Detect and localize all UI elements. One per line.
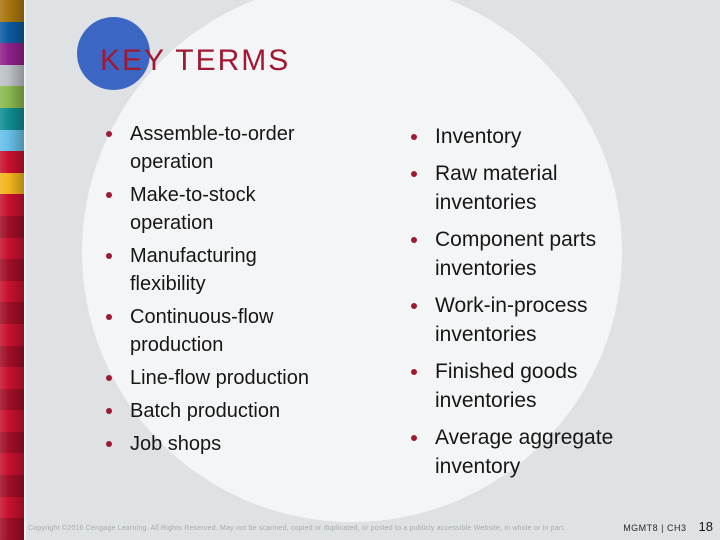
- stripe-block: [0, 475, 24, 497]
- key-term-item: Job shops: [103, 430, 330, 458]
- stripe-block: [0, 280, 24, 303]
- key-term-label: Finished goods inventories: [435, 360, 578, 412]
- stripe-block: [0, 129, 24, 152]
- bullet-icon: [106, 253, 112, 259]
- key-terms-list-right: Inventory Raw material inventories Compo…: [408, 122, 648, 481]
- key-term-item: Manufacturing flexibility: [103, 242, 330, 298]
- key-term-item: Average aggregate inventory: [408, 423, 643, 481]
- key-term-item: Raw material inventories: [408, 159, 643, 217]
- stripe-block: [0, 367, 24, 389]
- bullet-icon: [106, 192, 112, 198]
- bullet-icon: [411, 303, 417, 309]
- stripe-block: [0, 64, 24, 87]
- key-term-label: Make-to-stock operation: [130, 184, 256, 234]
- bullet-icon: [106, 408, 112, 414]
- bullet-icon: [106, 375, 112, 381]
- key-term-label: Manufacturing flexibility: [130, 245, 257, 295]
- key-terms-list-left: Assemble-to-order operation Make-to-stoc…: [103, 120, 329, 458]
- bullet-icon: [106, 314, 112, 320]
- key-term-label: Inventory: [435, 125, 522, 148]
- copyright-notice: Copyright ©2016 Cengage Learning. All Ri…: [28, 525, 566, 532]
- key-term-item: Continuous-flow production: [103, 303, 330, 359]
- key-term-label: Average aggregate inventory: [435, 426, 614, 478]
- stripe-block: [0, 151, 24, 173]
- bullet-icon: [106, 131, 112, 137]
- stripe-block: [0, 172, 24, 195]
- stripe-block: [0, 453, 24, 476]
- bullet-icon: [411, 171, 417, 177]
- stripe-block: [0, 43, 24, 65]
- stripe-block: [0, 21, 24, 44]
- key-terms-column-right: Inventory Raw material inventories Compo…: [408, 122, 648, 489]
- stripe-block: [0, 496, 24, 519]
- bullet-icon: [411, 134, 417, 140]
- key-term-label: Job shops: [130, 433, 222, 455]
- stripe-block: [0, 237, 24, 260]
- key-term-label: Raw material inventories: [435, 162, 558, 214]
- bullet-icon: [411, 435, 417, 441]
- background-circle-decoration: [82, 0, 622, 522]
- key-term-label: Continuous-flow production: [130, 306, 274, 356]
- key-terms-column-left: Assemble-to-order operation Make-to-stoc…: [103, 120, 329, 463]
- stripe-block: [0, 302, 24, 324]
- key-term-label: Component parts inventories: [435, 228, 597, 280]
- key-term-item: Line-flow production: [103, 364, 330, 392]
- key-term-item: Make-to-stock operation: [103, 181, 330, 237]
- stripe-block: [0, 259, 24, 281]
- stripe-block: [0, 215, 24, 238]
- left-stripe-decoration: [0, 0, 24, 540]
- stripe-edge-highlight: [24, 0, 26, 540]
- key-term-item: Inventory: [408, 122, 643, 151]
- stripe-block: [0, 86, 24, 108]
- footer-right-group: MGMT8 | CH3 18: [623, 519, 713, 534]
- stripe-block: [0, 431, 24, 454]
- stripe-block: [0, 194, 24, 216]
- key-term-label: Assemble-to-order operation: [130, 123, 295, 173]
- key-term-label: Work-in-process inventories: [435, 294, 588, 346]
- bullet-icon: [411, 237, 417, 243]
- key-term-item: Finished goods inventories: [408, 357, 643, 415]
- key-term-item: Assemble-to-order operation: [103, 120, 330, 176]
- stripe-block: [0, 345, 24, 368]
- stripe-block: [0, 323, 24, 346]
- stripe-block: [0, 107, 24, 130]
- bullet-icon: [411, 369, 417, 375]
- slide-title: KEY TERMS: [100, 44, 291, 77]
- stripe-block: [0, 388, 24, 411]
- key-term-label: Line-flow production: [130, 367, 309, 389]
- key-term-item: Work-in-process inventories: [408, 291, 643, 349]
- bullet-icon: [106, 441, 112, 447]
- stripe-block: [0, 518, 24, 540]
- key-term-item: Component parts inventories: [408, 225, 643, 283]
- key-term-item: Batch production: [103, 397, 330, 425]
- key-term-label: Batch production: [130, 400, 281, 422]
- title-circle-decoration: [77, 17, 150, 90]
- stripe-block: [0, 410, 24, 432]
- page-number: 18: [698, 519, 713, 534]
- course-code-label: MGMT8 | CH3: [623, 523, 687, 533]
- stripe-block: [0, 0, 24, 22]
